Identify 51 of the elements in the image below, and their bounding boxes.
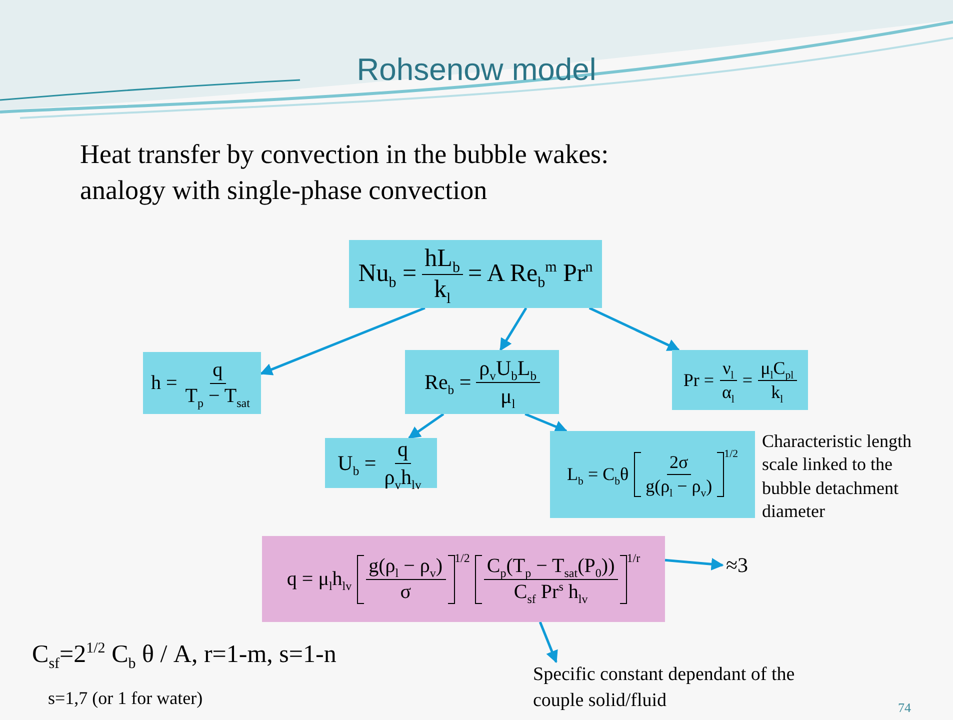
equation-term: h =	[151, 372, 178, 394]
numerator: μ$_{l}$C$_{pl}$	[758, 358, 797, 380]
exponent: 1/2	[724, 448, 738, 460]
denominator: T$_{p}$ − T$_{sat}$	[184, 384, 251, 408]
equation-box	[672, 350, 808, 410]
arrow	[408, 412, 444, 440]
equation-box	[262, 536, 665, 622]
equation-box	[405, 350, 559, 414]
numerator: ν$_{l}$	[720, 358, 737, 380]
equation-term: Re$_{b}$ =	[424, 370, 472, 394]
equation-term: = A Re$_{b}$$^{m}$ Pr$^{n}$	[468, 260, 593, 288]
arrow	[260, 306, 426, 376]
denominator: σ	[399, 580, 412, 604]
denominator: k$_{l}$	[770, 380, 784, 402]
equation-term: L$_{b}$ = C$_{b}$θ	[567, 464, 629, 485]
numerator: ρ$_{v}$U$_{b}$L$_{b}$	[476, 356, 540, 382]
equation-term: q = μ$_{l}$h$_{lv}$	[286, 568, 352, 590]
equation-box	[143, 352, 261, 414]
equation-box	[550, 431, 755, 518]
denominator: C$_{sf}$ Pr$^{s}$ h$_{lv}$	[512, 580, 589, 604]
equation-term: Pr =	[683, 370, 714, 390]
approximation-text: ≈3	[726, 551, 760, 580]
equation-term: U$_{b}$ =	[338, 450, 376, 476]
body-text: Heat transfer by convection in the bubble wakes: analogy with single-phase convection	[80, 138, 610, 208]
denominator: ρ$_{v}$h$_{lv}$	[383, 464, 422, 490]
arrow	[588, 306, 680, 352]
numerator: hL$_{b}$	[422, 244, 463, 274]
equation-term: Nu$_{b}$ =	[358, 260, 417, 288]
arrow	[499, 307, 528, 352]
numerator: 2σ	[666, 452, 692, 475]
arrow	[538, 622, 558, 664]
equation-box	[349, 240, 602, 308]
page-number: 74	[898, 700, 912, 716]
equation-box	[325, 438, 437, 488]
denominator: k$_{l}$	[432, 274, 452, 304]
exponent: 1/r	[626, 550, 640, 566]
formula-text: C$_{sf}$=2$^{1/2}$ C$_{b}$ θ / A, r=1-m, s=1-n	[32, 640, 338, 670]
slide-title: Rohsenow model	[356, 52, 598, 88]
denominator: g(ρ$_{l}$ − ρ$_{v}$)	[644, 475, 714, 497]
denominator: μ$_{l}$	[499, 382, 516, 408]
note-text: s=1,7 (or 1 for water)	[48, 688, 204, 710]
exponent: 1/2	[454, 550, 470, 566]
numerator: q	[210, 358, 226, 384]
numerator: g(ρ$_{l}$ − ρ$_{v}$)	[366, 554, 446, 580]
numerator: q	[394, 436, 412, 464]
arrow	[524, 412, 568, 432]
denominator: α$_{l}$	[720, 380, 736, 402]
annotation-text: Characteristic length scale linked to the bubble detachment diameter	[762, 430, 912, 524]
annotation-text: Specific constant dependant of the couple solid/fluid	[533, 662, 823, 714]
equation-term: =	[742, 370, 753, 390]
arrow	[664, 558, 724, 570]
